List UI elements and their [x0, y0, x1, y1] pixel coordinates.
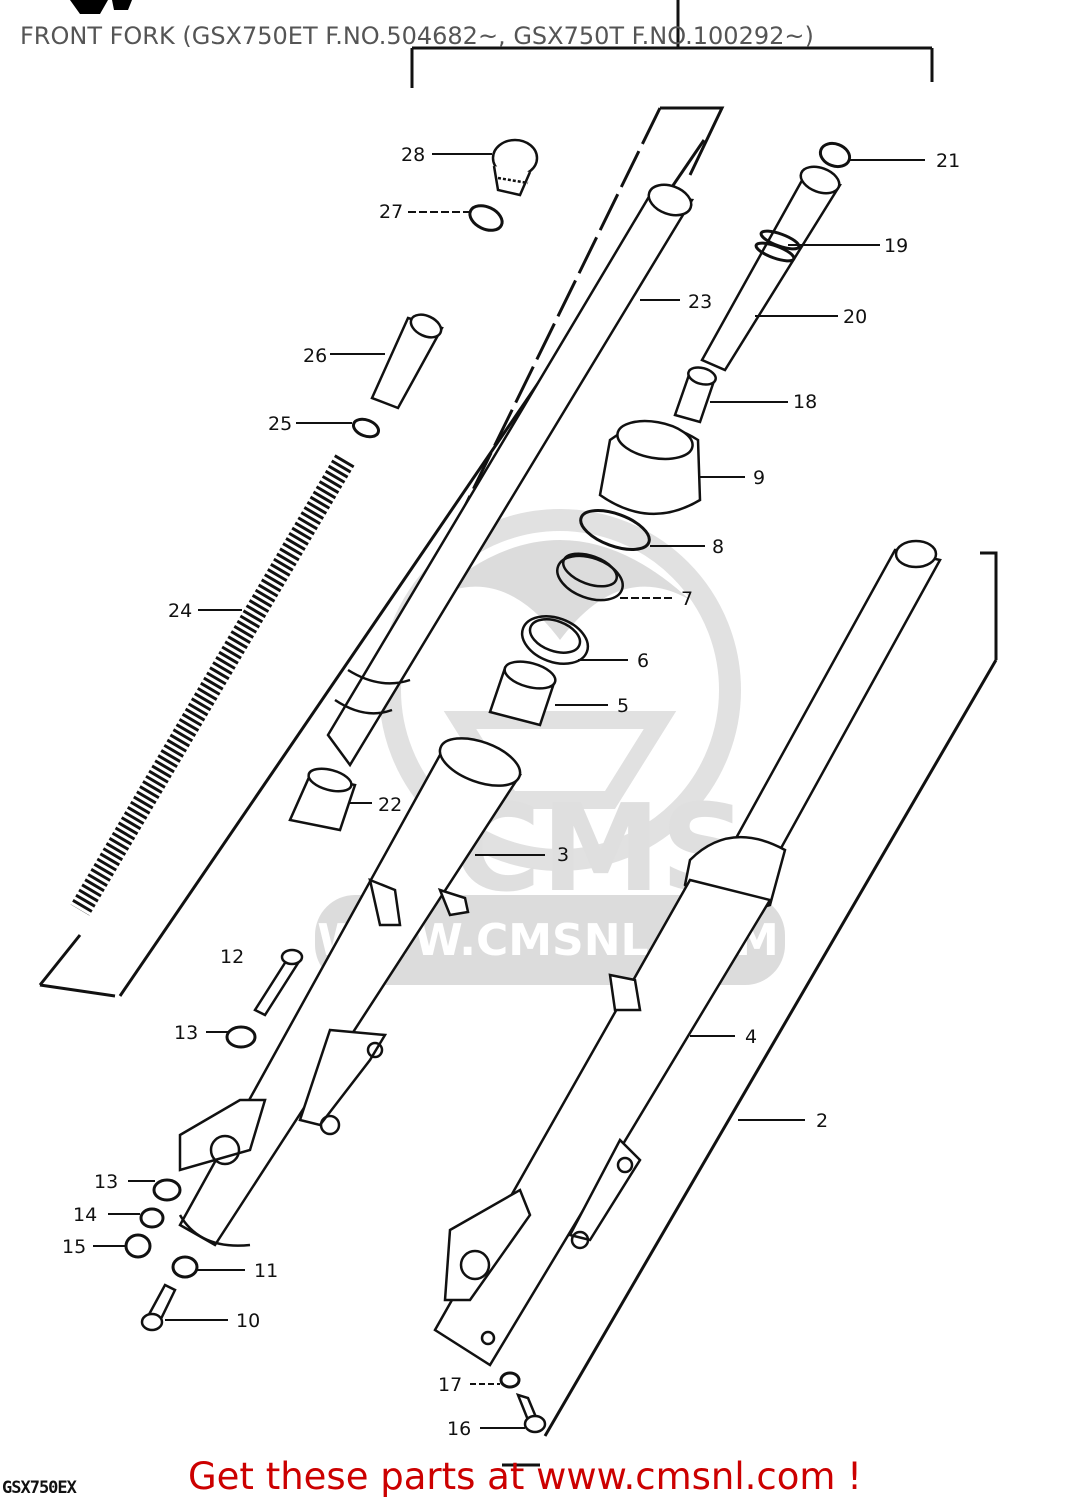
callout-12: 12: [220, 946, 244, 968]
part-23-inner-tube: [326, 183, 695, 768]
callout-14: 14: [73, 1204, 97, 1226]
part-13-washer-upper: [225, 1025, 257, 1049]
leader-lines: [93, 153, 925, 1429]
part-17-washer: [499, 1371, 521, 1389]
callout-16: 16: [447, 1418, 471, 1440]
callout-26: 26: [303, 345, 327, 367]
part-21-washer: [818, 141, 852, 169]
callout-22: 22: [378, 794, 402, 816]
logo-fragment: [70, 0, 132, 14]
callout-4: 4: [745, 1026, 757, 1048]
callout-15: 15: [62, 1236, 86, 1258]
part-14-washer: [139, 1207, 165, 1229]
callout-10: 10: [236, 1310, 260, 1332]
part-6-oil-seal: [520, 615, 590, 665]
model-code: GSX750EX: [2, 1478, 77, 1498]
callout-20: 20: [843, 306, 867, 328]
callout-13-upper: 13: [174, 1022, 198, 1044]
part-28-cap-bolt: [491, 138, 539, 197]
part-4-outer-tube-right: [433, 539, 942, 1367]
part-11-gasket: [171, 1255, 199, 1279]
callout-7: 7: [681, 588, 693, 610]
part-7-spacer-ring: [556, 552, 624, 602]
part-26-spacer: [370, 313, 444, 410]
part-25-washer: [351, 417, 381, 439]
part-3-outer-tube-left: [178, 737, 523, 1247]
callout-13-lower: 13: [94, 1171, 118, 1193]
callout-27: 27: [379, 201, 403, 223]
callout-11: 11: [254, 1260, 278, 1282]
part-5-guide-bushing: [488, 660, 557, 727]
callout-21: 21: [936, 150, 960, 172]
callout-6: 6: [637, 650, 649, 672]
callout-2: 2: [816, 1110, 828, 1132]
callout-24: 24: [168, 600, 192, 622]
part-12-bolt: [253, 948, 304, 1017]
callout-25: 25: [268, 413, 292, 435]
callout-28: 28: [401, 144, 425, 166]
callout-3: 3: [557, 844, 569, 866]
callout-labels: 28 27 26 25 24 23 21 19 20 18 9 8 7 6 5 …: [62, 144, 960, 1440]
part-16-drain-bolt: [515, 1393, 547, 1434]
callout-23: 23: [688, 291, 712, 313]
part-24-spring: [70, 454, 355, 916]
callout-18: 18: [793, 391, 817, 413]
part-13-washer-lower: [152, 1178, 182, 1202]
callout-19: 19: [884, 235, 908, 257]
part-19-piston-ring: [754, 229, 801, 263]
part-18-oil-lock-piece: [673, 366, 717, 424]
callout-17: 17: [438, 1374, 462, 1396]
part-9-dust-seal: [598, 419, 702, 516]
callout-5: 5: [617, 695, 629, 717]
part-22-bushing: [288, 767, 357, 832]
part-8-stopper-ring: [579, 509, 651, 551]
diagram-title: FRONT FORK (GSX750ET F.NO.504682~, GSX75…: [20, 22, 814, 50]
callout-8: 8: [712, 536, 724, 558]
part-10-bolt: [140, 1283, 177, 1332]
part-20-damper-rod: [700, 165, 842, 372]
part-15-nut: [124, 1233, 152, 1259]
part-27-o-ring: [468, 204, 504, 232]
get-parts-link[interactable]: Get these parts at www.cmsnl.com !: [188, 1455, 863, 1498]
callout-9: 9: [753, 467, 765, 489]
